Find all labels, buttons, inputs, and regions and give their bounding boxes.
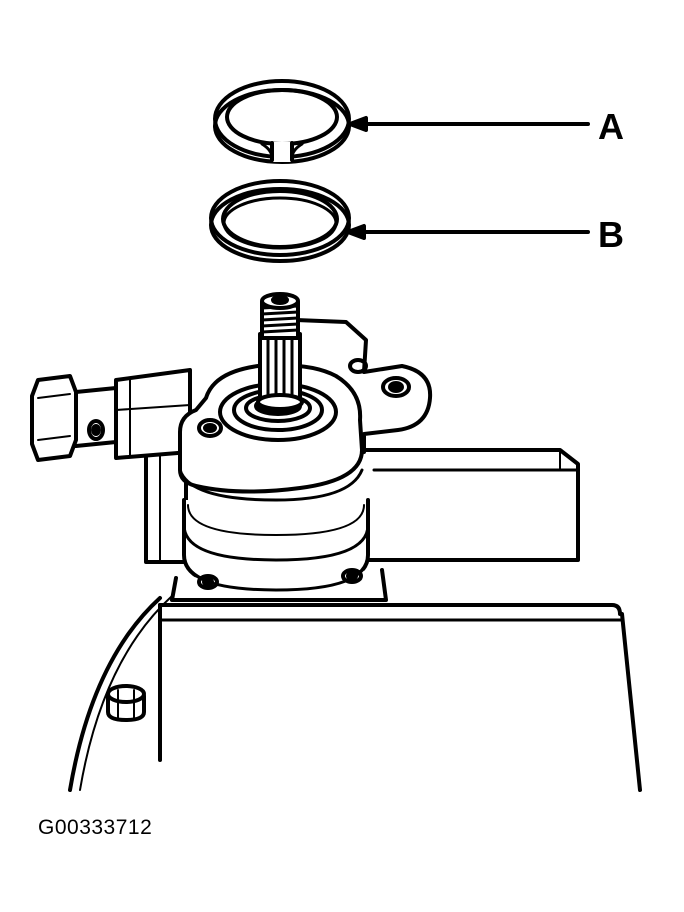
callout-label-b: B	[598, 214, 624, 255]
seal-ring-b	[209, 179, 351, 263]
leader-line-a	[348, 116, 590, 132]
snap-ring-a	[213, 79, 351, 164]
leader-line-b	[346, 224, 590, 240]
rear-block	[358, 448, 580, 562]
gear-housing	[68, 595, 642, 792]
callout-label-a: A	[598, 106, 624, 147]
figure-id: G00333712	[38, 816, 153, 839]
pump-cover	[178, 318, 433, 502]
control-valve	[30, 368, 192, 462]
mounting-flange	[170, 553, 388, 602]
input-shaft	[256, 292, 304, 411]
